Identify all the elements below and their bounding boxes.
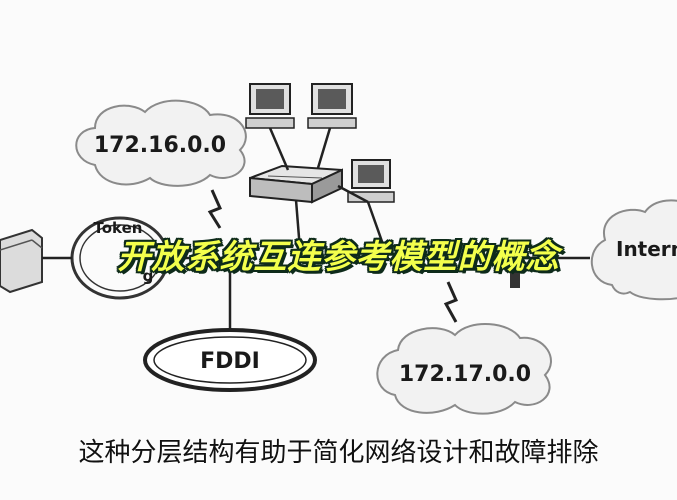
central-router bbox=[249, 164, 343, 204]
computer-3 bbox=[347, 159, 395, 203]
cloud-172-17: 172.17.0.0 bbox=[376, 323, 552, 415]
fddi-label: FDDI bbox=[200, 349, 260, 374]
slide-subtitle: 这种分层结构有助于简化网络设计和故障排除 bbox=[78, 438, 599, 468]
cloud-shape bbox=[376, 323, 552, 415]
token-label-partial: g bbox=[143, 267, 154, 285]
cloud-shape bbox=[590, 199, 677, 301]
network-label-172-16: 172.16.0.0 bbox=[94, 133, 226, 158]
token-ring-inner bbox=[79, 224, 161, 292]
links bbox=[42, 127, 590, 330]
token-label: Token bbox=[94, 219, 143, 237]
network-label-172-17: 172.17.0.0 bbox=[399, 362, 531, 387]
computer-2 bbox=[307, 83, 357, 129]
computer-1 bbox=[245, 83, 295, 129]
cloud-shape bbox=[75, 99, 247, 187]
serial-links bbox=[207, 189, 459, 323]
network-label-internet: Internet bbox=[616, 237, 677, 261]
fddi-ring: FDDI bbox=[143, 328, 317, 392]
router-left bbox=[0, 228, 43, 294]
slide-title: 开放系统互连参考模型的概念 bbox=[117, 237, 560, 276]
cloud-172-16: 172.16.0.0 bbox=[75, 99, 247, 187]
fddi-ring-inner bbox=[153, 336, 307, 384]
cloud-internet: Internet bbox=[590, 199, 677, 301]
